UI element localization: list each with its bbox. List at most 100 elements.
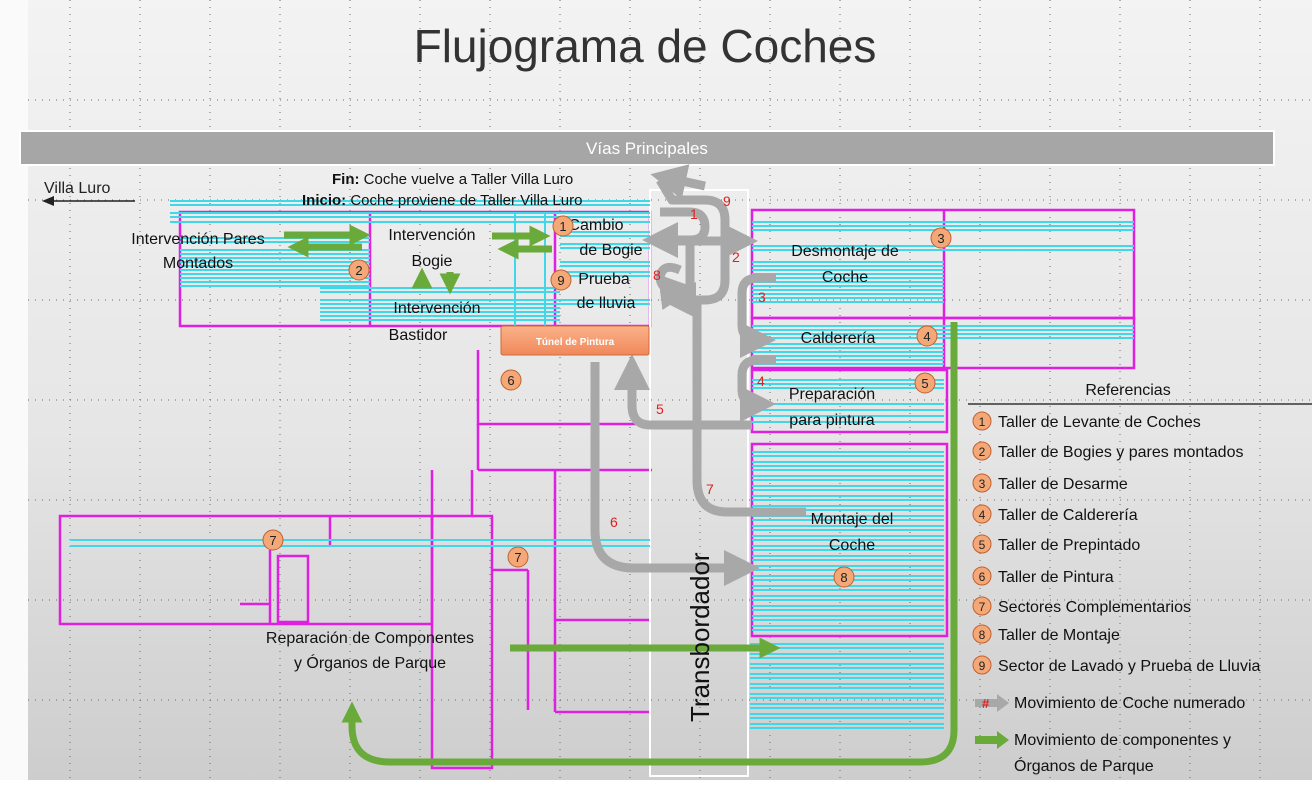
arrow-move-4 bbox=[737, 355, 776, 422]
label-prueba-1: Prueba bbox=[578, 271, 630, 288]
badge-number-b3: 3 bbox=[937, 231, 944, 246]
arrow-move-7 bbox=[685, 240, 806, 517]
tunel-de-pintura-box bbox=[500, 325, 650, 356]
reference-badge bbox=[972, 534, 992, 554]
move-number-m3: 3 bbox=[758, 289, 766, 305]
label-prueba-2: de lluvia bbox=[577, 295, 636, 312]
legend-green-arrow-shaft bbox=[975, 736, 997, 744]
badge-circle-b8a bbox=[833, 566, 855, 588]
label-cambio-1: Cambio bbox=[568, 217, 623, 234]
label-caldereria: Calderería bbox=[801, 330, 876, 347]
arrow-move-fin bbox=[650, 164, 706, 200]
villa-luro-label: Villa Luro bbox=[44, 180, 111, 197]
move-number-m6: 6 bbox=[610, 514, 618, 530]
arrow-move-6 bbox=[590, 362, 760, 586]
reference-label: Sectores Complementarios bbox=[998, 599, 1191, 616]
arrow-move-8 bbox=[655, 262, 696, 311]
inicio-label: Inicio: Coche proviene de Taller Villa L… bbox=[302, 192, 582, 209]
badge-circle-b2 bbox=[348, 259, 370, 281]
reference-label: Taller de Bogies y pares montados bbox=[998, 444, 1243, 461]
reference-label: Taller de Prepintado bbox=[998, 537, 1140, 554]
reference-label: Taller de Pintura bbox=[998, 569, 1114, 586]
fin-label: Fin: Coche vuelve a Taller Villa Luro bbox=[332, 171, 573, 188]
label-cambio-2: de Bogie bbox=[579, 242, 642, 259]
reference-number: 3 bbox=[979, 477, 986, 491]
badge-circle-b4 bbox=[916, 325, 938, 347]
reference-badge bbox=[972, 441, 992, 461]
main-track-label: Vías Principales bbox=[586, 139, 708, 158]
reference-badge bbox=[972, 596, 992, 616]
badge-number-b7a: 7 bbox=[269, 533, 276, 548]
label-preparacion-2: para pintura bbox=[789, 412, 874, 429]
move-number-m2: 2 bbox=[732, 249, 740, 265]
area-labels: Intervención Pares Montados Intervención… bbox=[131, 217, 899, 672]
reference-badge bbox=[972, 504, 992, 524]
reference-label: Taller de Levante de Coches bbox=[998, 414, 1201, 431]
move-number-m4: 4 bbox=[757, 373, 765, 389]
arrow-move-5 bbox=[614, 354, 752, 430]
tunel-de-pintura-label: Túnel de Pintura bbox=[536, 337, 615, 348]
reference-number: 6 bbox=[979, 570, 986, 584]
move-number-m9: 9 bbox=[723, 193, 731, 209]
legend-gray-arrowhead bbox=[997, 694, 1009, 712]
reference-number: 7 bbox=[979, 600, 986, 614]
label-reparacion-2: y Órganos de Parque bbox=[294, 653, 446, 672]
label-pares-2: Montados bbox=[163, 255, 233, 272]
badge-circle-b7b bbox=[507, 546, 529, 568]
move-number-m8: 8 bbox=[653, 267, 661, 283]
badge-circle-b9 bbox=[550, 269, 572, 291]
station-badges: 1 2 3 4 5 6 7 7 8 9 bbox=[262, 215, 952, 588]
reference-badge bbox=[972, 624, 992, 644]
badge-number-b9: 9 bbox=[557, 273, 564, 288]
rail-tracks bbox=[70, 200, 1134, 729]
reference-label: Taller de Montaje bbox=[998, 627, 1120, 644]
page-title: Flujograma de Coches bbox=[414, 20, 877, 72]
reference-badge bbox=[972, 473, 992, 493]
badge-number-b4: 4 bbox=[923, 329, 930, 344]
label-desmontaje-2: Coche bbox=[822, 269, 868, 286]
badge-number-b5: 5 bbox=[921, 376, 928, 391]
legend-gray-arrow-shaft bbox=[975, 699, 997, 707]
transbordador-outline bbox=[649, 189, 749, 777]
legend-green-arrowhead bbox=[997, 731, 1009, 749]
references-legend: Referencias 1 Taller de Levante de Coches… bbox=[968, 382, 1312, 775]
main-track-bar bbox=[19, 130, 1275, 166]
badge-number-b8a: 8 bbox=[840, 570, 847, 585]
badge-number-b1: 1 bbox=[559, 219, 566, 234]
badge-circle-b3 bbox=[930, 227, 952, 249]
badge-circle-b5 bbox=[914, 372, 936, 394]
legend-hash: # bbox=[982, 696, 990, 711]
label-preparacion-1: Preparación bbox=[789, 386, 875, 403]
reference-number: 5 bbox=[979, 538, 986, 552]
badge-circle-b6 bbox=[500, 369, 522, 391]
badge-number-b6: 6 bbox=[507, 373, 514, 388]
label-pares-1: Intervención Pares bbox=[131, 231, 264, 248]
label-bogie-1: Intervención bbox=[388, 227, 475, 244]
movement-numbers: 1 2 3 4 5 6 7 8 9 bbox=[610, 193, 766, 530]
label-bastidor-1: Intervención bbox=[393, 300, 480, 317]
reference-badge bbox=[972, 411, 992, 431]
reference-label: Taller de Calderería bbox=[998, 507, 1138, 524]
left-margin bbox=[0, 0, 28, 780]
badge-circle-b1 bbox=[552, 215, 574, 237]
badge-number-b2: 2 bbox=[355, 263, 362, 278]
references-title: Referencias bbox=[1085, 382, 1170, 399]
reference-number: 2 bbox=[979, 445, 986, 459]
car-movement-arrows bbox=[590, 164, 806, 586]
reference-label: Taller de Desarme bbox=[998, 476, 1128, 493]
move-number-m7: 7 bbox=[706, 481, 714, 497]
reference-number: 1 bbox=[979, 415, 986, 429]
legend-green-text-1: Movimiento de componentes y bbox=[1014, 732, 1231, 749]
badge-number-b7b: 7 bbox=[514, 550, 521, 565]
label-desmontaje-1: Desmontaje de bbox=[791, 243, 899, 260]
legend-gray-text: Movimiento de Coche numerado bbox=[1014, 695, 1245, 712]
label-reparacion-1: Reparación de Componentes bbox=[266, 630, 474, 647]
green-arrow-return-loop bbox=[341, 322, 958, 766]
arrow-move-3 bbox=[737, 273, 776, 358]
reference-number: 8 bbox=[979, 628, 986, 642]
label-montaje-1: Montaje del bbox=[811, 511, 894, 528]
move-number-m1: 1 bbox=[690, 206, 698, 222]
move-number-m5: 5 bbox=[656, 401, 664, 417]
